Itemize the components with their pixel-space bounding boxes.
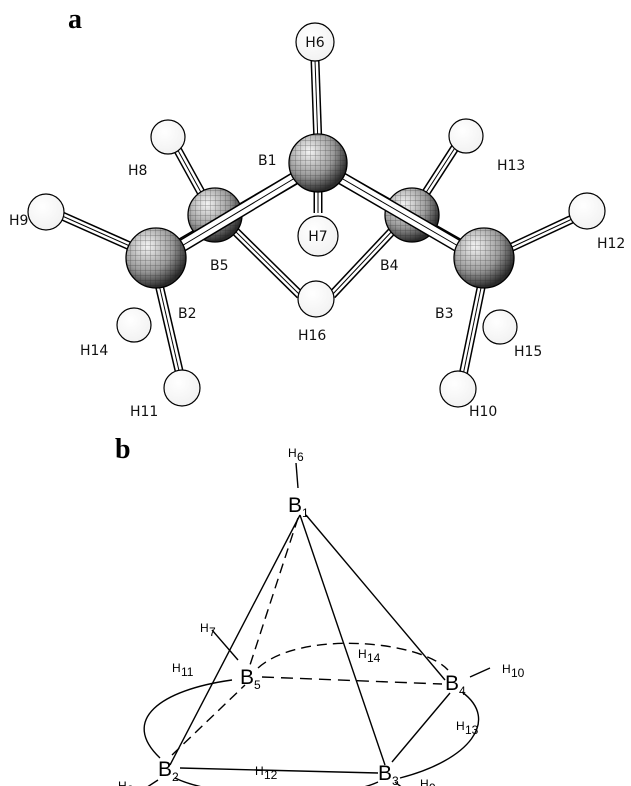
h9-atom (27, 193, 65, 231)
b4-index: 4 (459, 684, 466, 698)
h11-index: 11 (181, 665, 194, 679)
b3-index: 3 (392, 774, 399, 786)
h7-atom: H7 (297, 215, 339, 257)
h8-index: 8 (127, 783, 134, 786)
b2-symbol: B (158, 758, 172, 781)
h8-atom (150, 119, 186, 155)
h8-symbol: H (118, 779, 127, 786)
h9-label: H9 (9, 213, 28, 229)
bond-b2-h11 (153, 278, 185, 377)
h13-index: 13 (465, 723, 479, 737)
h7-label: H7 (308, 229, 327, 245)
h7-index: 7 (209, 625, 216, 639)
h16-atom (297, 280, 335, 318)
front-bonds-overlay (171, 169, 469, 256)
panel-b-labels: B 1 B 2 B 3 B 4 B 5 H 6 H 7 H 8 H 9 H 10… (118, 446, 525, 786)
b5-label: B5 (210, 258, 229, 274)
h11-label: H11 (130, 404, 158, 420)
bond-b1-h6 (310, 59, 323, 146)
h8-label: H8 (128, 163, 147, 179)
bond-b5-h7b (211, 629, 239, 661)
panel-a-letter: a (68, 4, 82, 35)
h7-symbol: H (200, 621, 209, 635)
b3-atom (453, 227, 515, 289)
h13-symbol: H (456, 719, 465, 733)
h14-index: 14 (367, 651, 381, 665)
h11-atom (163, 369, 201, 407)
h9-index: 9 (429, 781, 436, 786)
h12-symbol: H (255, 764, 264, 778)
b1-symbol: B (288, 494, 302, 517)
bond-b2-h8b (147, 779, 159, 786)
h15-atom (482, 309, 518, 345)
edge-b2-b3 (179, 767, 379, 774)
h14-symbol: H (358, 647, 367, 661)
b1-atom (288, 133, 348, 193)
b2-atom (125, 227, 187, 289)
b5-index: 5 (254, 678, 261, 692)
h12-index: 12 (264, 768, 278, 782)
edge-b5-b4 (261, 676, 443, 685)
b2-label: B2 (178, 306, 197, 322)
h10-symbol: H (502, 662, 511, 676)
h16-label: H16 (298, 328, 326, 344)
edge-b1-b3 (299, 514, 386, 766)
b4-label: B4 (380, 258, 399, 274)
b3-label: B3 (435, 306, 454, 322)
b5-symbol: B (240, 666, 254, 689)
h6-label: H6 (305, 35, 325, 51)
h6-atom: H6 (295, 22, 335, 62)
panel-b (143, 462, 491, 786)
h15-label: H15 (514, 344, 542, 360)
bond-b3-h10 (457, 282, 487, 381)
bridge-h12 (174, 777, 379, 786)
h12-atom (568, 192, 606, 230)
h13-label: H13 (497, 158, 525, 174)
b1-index: 1 (302, 506, 309, 520)
h10-index: 10 (511, 666, 525, 680)
h13-atom (448, 118, 484, 154)
panel-a: H6 H7 (9, 22, 625, 420)
b1-label: B1 (258, 153, 277, 169)
bond-b1-h6b (295, 462, 299, 489)
h6-index: 6 (297, 450, 304, 464)
edge-b1-b2 (169, 514, 301, 766)
h11-symbol: H (172, 661, 181, 675)
bridge-h11 (143, 679, 233, 759)
b3-symbol: B (378, 762, 392, 785)
h10-label: H10 (469, 404, 497, 420)
b2-index: 2 (172, 770, 179, 784)
h14-atom (116, 307, 152, 343)
panel-b-letter: b (115, 434, 131, 465)
bond-b4-h16 (328, 224, 399, 299)
h9-symbol: H (420, 777, 429, 786)
h12-label: H12 (597, 236, 625, 252)
bridge-h13 (399, 691, 480, 779)
bond-b5-h16 (228, 224, 304, 299)
edge-b1-b5 (249, 517, 299, 666)
edge-b2-b5 (171, 684, 246, 756)
h6-symbol: H (288, 446, 297, 460)
bond-b4-h10b (469, 667, 491, 678)
h14-label: H14 (80, 343, 108, 359)
edge-b1-b4 (305, 514, 446, 681)
b4-symbol: B (445, 672, 459, 695)
edge-b3-b4 (391, 692, 451, 763)
bridge-h14 (257, 642, 449, 671)
bond-b3-h9b (394, 781, 402, 786)
h10-atom (439, 370, 477, 408)
